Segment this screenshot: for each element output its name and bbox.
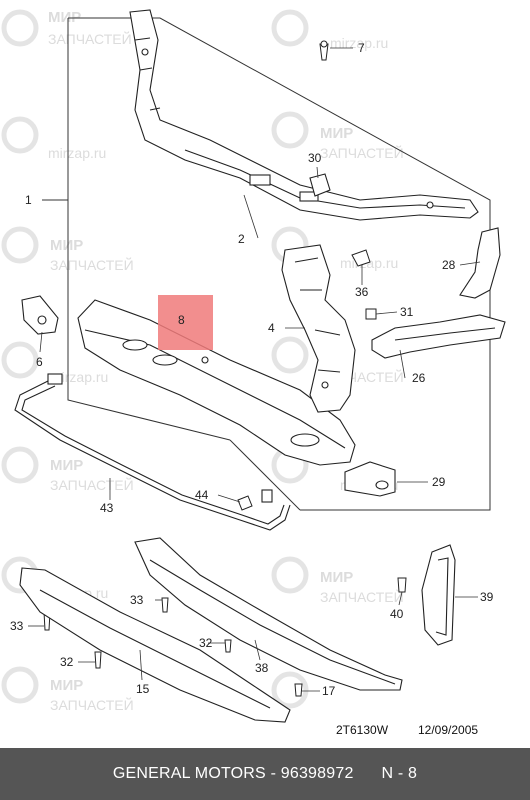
brace-26 <box>371 314 506 359</box>
callout-43: 43 <box>100 501 114 515</box>
watermark-logo: mirzap.ru <box>1 341 108 385</box>
callout-39: 39 <box>480 590 494 604</box>
callout-1: 1 <box>25 193 32 207</box>
parts-diagram: МИР ЗАПЧАСТЕЙ mirzap.ru mirzap.ru МИР ЗА… <box>1 9 506 737</box>
watermark-brand-top: МИР <box>320 125 353 142</box>
callout-17: 17 <box>322 684 336 698</box>
watermark-brand-top: МИР <box>48 9 81 26</box>
watermark-brand-bottom: ЗАПЧАСТЕЙ <box>320 144 404 161</box>
watermark-logo: МИР ЗАПЧАСТЕЙ <box>271 111 404 161</box>
assembly-outline <box>42 17 491 511</box>
callout-44: 44 <box>195 488 209 502</box>
callout-40: 40 <box>390 607 404 621</box>
callout-32-left: 32 <box>60 655 74 669</box>
callout-38: 38 <box>255 661 269 675</box>
callout-8: 8 <box>178 313 185 327</box>
callout-31: 31 <box>400 305 414 319</box>
drawing-code: 2T6130W <box>336 723 389 737</box>
footer-spacer <box>354 765 382 783</box>
drawing-date: 12/09/2005 <box>418 723 478 737</box>
watermark-logo: МИР ЗАПЧАСТЕЙ <box>271 556 404 605</box>
bracket-29 <box>344 461 396 497</box>
watermark-url: mirzap.ru <box>330 35 388 51</box>
callout-33-left: 33 <box>10 619 24 633</box>
watermark-logo: МИР ЗАПЧАСТЕЙ <box>1 666 134 713</box>
side-panel-39 <box>421 544 456 646</box>
callout-labels: 1 2 4 6 7 8 15 17 26 28 29 30 31 32 32 3… <box>10 41 494 698</box>
watermark-brand-top: МИР <box>50 237 83 254</box>
watermark-brand-top: МИР <box>320 569 353 586</box>
callout-2: 2 <box>238 232 245 246</box>
footer-maker: GENERAL MOTORS <box>112 765 266 782</box>
footer-section: N - 8 <box>381 765 418 782</box>
callout-32-center: 32 <box>199 636 213 650</box>
footer-part-number: 96398972 <box>280 765 354 782</box>
leader-lines <box>28 47 481 692</box>
watermark-logo: МИР ЗАПЧАСТЕЙ <box>1 9 132 47</box>
footer-sep: - <box>265 765 281 782</box>
highlight-box <box>158 295 213 350</box>
watermark-brand-bottom: ЗАПЧАСТЕЙ <box>48 30 132 47</box>
clip-30 <box>309 173 331 197</box>
hose-43 <box>14 373 291 531</box>
watermark-logo: mirzap.ru <box>271 9 388 51</box>
watermark-brand-top: МИР <box>50 457 83 474</box>
callout-7: 7 <box>358 41 365 55</box>
upper-tie-bar <box>129 9 479 221</box>
lower-tie-bar <box>77 299 356 466</box>
callout-4: 4 <box>268 321 275 335</box>
watermark-url: mirzap.ru <box>50 369 108 385</box>
watermark-brand-top: МИР <box>50 677 83 694</box>
watermark-logo: mirzap.ru <box>1 116 106 161</box>
watermark-brand-bottom: ЗАПЧАСТЕЙ <box>50 696 134 713</box>
callout-33-center: 33 <box>130 593 144 607</box>
watermark-url: mirzap.ru <box>340 255 398 271</box>
watermark-url: mirzap.ru <box>48 145 106 161</box>
footer-bar: GENERAL MOTORS - 96398972 N - 8 <box>0 748 530 800</box>
callout-36: 36 <box>355 285 369 299</box>
callout-26: 26 <box>412 371 426 385</box>
callout-6: 6 <box>36 355 43 369</box>
deflector-15 <box>19 567 291 723</box>
watermark-brand-bottom: ЗАПЧАСТЕЙ <box>320 588 404 605</box>
callout-28: 28 <box>442 258 456 272</box>
bracket-6 <box>21 295 59 335</box>
callout-29: 29 <box>432 475 446 489</box>
watermark-logo: МИР ЗАПЧАСТЕЙ <box>1 446 134 493</box>
side-bracket <box>281 244 356 413</box>
watermark-logo: МИР ЗАПЧАСТЕЙ <box>1 226 134 273</box>
callout-15: 15 <box>136 682 150 696</box>
callout-30: 30 <box>308 151 322 165</box>
lower-shield-38 <box>134 537 403 691</box>
fasteners <box>43 40 407 697</box>
bracket-28 <box>459 227 501 299</box>
watermark-brand-bottom: ЗАПЧАСТЕЙ <box>50 256 134 273</box>
watermark-logo <box>271 671 309 709</box>
watermark-brand-bottom: ЗАПЧАСТЕЙ <box>50 476 134 493</box>
